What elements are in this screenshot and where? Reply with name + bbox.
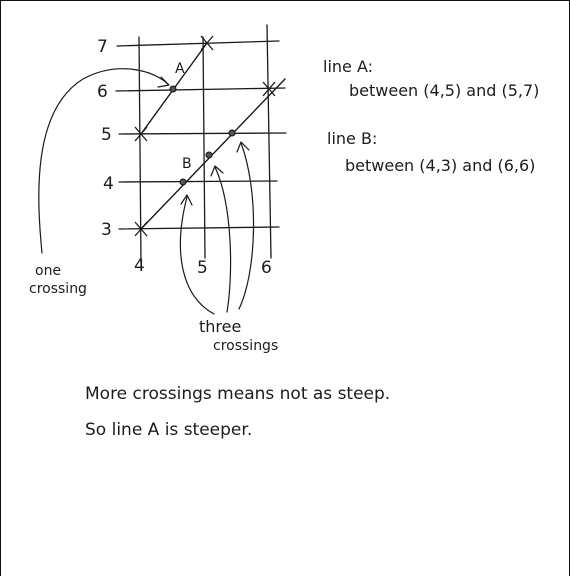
grid-vertical-5 xyxy=(202,36,206,259)
grid-horizontal-5 xyxy=(118,132,287,135)
three-crossings-arrow-2 xyxy=(214,166,232,313)
line-a-note-title: line A: xyxy=(323,57,373,76)
line-a-label: A xyxy=(175,61,185,77)
one-crossing-arrowhead xyxy=(157,76,170,88)
x-label-5: 5 xyxy=(197,258,208,278)
one-crossing-arrow xyxy=(38,68,170,254)
line-b-start-cross xyxy=(134,221,148,237)
three-crossings-text-2: crossings xyxy=(213,338,278,354)
three-crossings-arrowhead-3 xyxy=(236,141,250,153)
line-a-start-cross xyxy=(134,126,148,142)
line-a-crossing-dot xyxy=(169,85,177,93)
line-a-note-desc: between (4,5) and (5,7) xyxy=(349,81,539,100)
line-b: B xyxy=(134,78,286,237)
line-b-segment xyxy=(140,78,286,230)
line-b-crossing-dot-2 xyxy=(205,151,213,159)
grid-vertical-6 xyxy=(266,24,272,259)
line-b-end-cross xyxy=(262,81,276,97)
grid-vertical-4 xyxy=(138,36,142,264)
conclusion-line-1: More crossings means not as steep. xyxy=(85,384,390,404)
y-label-7: 7 xyxy=(97,37,108,57)
one-crossing-annotation: one crossing xyxy=(29,68,170,297)
x-axis-labels: 4 5 6 xyxy=(134,256,272,278)
three-crossings-arrow-1 xyxy=(179,196,215,315)
line-a-end-cross xyxy=(200,35,214,51)
line-b-crossing-dot-1 xyxy=(179,178,187,186)
grid-horizontal-4 xyxy=(118,180,278,183)
three-crossings-text-1: three xyxy=(199,317,241,336)
line-b-note-desc: between (4,3) and (6,6) xyxy=(345,156,535,175)
y-label-6: 6 xyxy=(97,82,108,102)
line-b-note-title: line B: xyxy=(327,129,377,148)
three-crossings-arrowhead-1 xyxy=(180,194,193,206)
three-crossings-arrow-3 xyxy=(238,142,255,310)
conclusion-line-2: So line A is steeper. xyxy=(85,420,252,440)
y-axis-labels: 7 6 5 4 3 xyxy=(97,37,114,240)
y-label-3: 3 xyxy=(101,220,112,240)
line-a: A xyxy=(134,35,214,142)
conclusion: More crossings means not as steep. So li… xyxy=(85,384,390,440)
grid-horizontal-7 xyxy=(116,40,280,47)
one-crossing-text-1: one xyxy=(35,263,61,279)
three-crossings-annotation: three crossings xyxy=(179,141,278,354)
one-crossing-text-2: crossing xyxy=(29,281,87,297)
line-b-label: B xyxy=(182,156,192,172)
grid-horizontal-6 xyxy=(115,87,286,92)
grid-horizontal-3 xyxy=(118,226,280,230)
y-label-4: 4 xyxy=(103,174,114,194)
line-notes: line A: between (4,5) and (5,7) line B: … xyxy=(323,57,539,175)
line-b-crossing-dot-3 xyxy=(228,129,236,137)
x-label-4: 4 xyxy=(134,256,145,276)
x-label-6: 6 xyxy=(261,258,272,278)
y-label-5: 5 xyxy=(101,125,112,145)
grid xyxy=(115,24,287,264)
three-crossings-arrowhead-2 xyxy=(210,165,224,177)
